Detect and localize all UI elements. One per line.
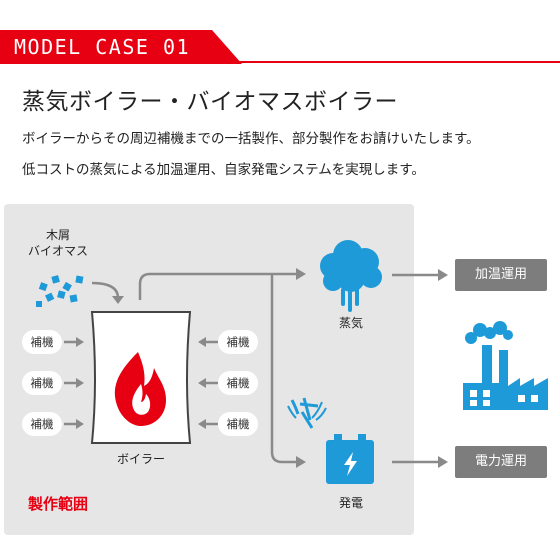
fuel-label-wood: 木屑 xyxy=(45,228,70,242)
flow-arrowheads xyxy=(296,268,448,468)
boiler-label: ボイラー xyxy=(116,452,165,466)
factory-icon xyxy=(463,321,548,410)
wood-chip-icon xyxy=(36,275,84,307)
heating-use-box: 加温運用 xyxy=(455,259,547,291)
description-line-1: ボイラーからその周辺補機までの一括製作、部分製作をお請けいたします。 xyxy=(22,131,480,147)
banner-rule xyxy=(0,61,560,63)
electric-use-box: 電力運用 xyxy=(455,446,547,478)
banner-shape xyxy=(0,30,242,64)
page-title: 蒸気ボイラー・バイオマスボイラー xyxy=(22,89,398,115)
aux-pill: 補機 xyxy=(22,371,62,395)
fuel-arrow xyxy=(91,281,124,304)
aux-pill: 補機 xyxy=(22,330,62,354)
power-label: 発電 xyxy=(338,496,363,510)
fuel-label-biomass: バイオマス xyxy=(27,244,88,258)
aux-left-arrows xyxy=(64,337,84,429)
steam-label: 蒸気 xyxy=(338,316,363,330)
flame-icon xyxy=(114,352,166,426)
flow-lines xyxy=(138,272,438,464)
banner-label: MODEL CASE 01 xyxy=(14,35,191,59)
aux-pill: 補機 xyxy=(218,371,258,395)
wind-turbine-icon xyxy=(287,397,327,429)
section-banner: MODEL CASE 01 xyxy=(0,30,242,64)
battery-icon xyxy=(326,434,374,484)
aux-pill: 補機 xyxy=(218,412,258,436)
description-line-2: 低コストの蒸気による加温運用、自家発電システムを実現します。 xyxy=(22,162,425,178)
aux-pill: 補機 xyxy=(22,412,62,436)
steam-cloud-icon xyxy=(320,240,382,312)
aux-right-arrows xyxy=(198,337,218,429)
aux-pill: 補機 xyxy=(218,330,258,354)
production-scope-label: 製作範囲 xyxy=(28,495,89,513)
